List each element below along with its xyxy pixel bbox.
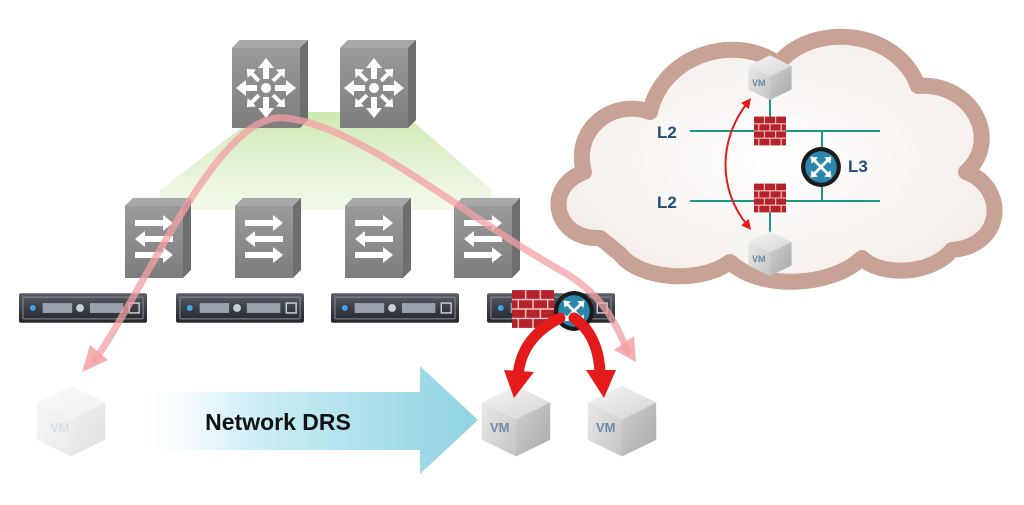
- vm-label: VM: [752, 254, 766, 264]
- vm-label: VM: [596, 420, 616, 435]
- l3-label: L3: [848, 157, 868, 176]
- firewall-icon: [754, 183, 786, 213]
- switch-icon: [345, 198, 411, 278]
- router-icon: [800, 146, 842, 188]
- vm-traffic-arrow: [568, 312, 606, 382]
- traffic-path: [91, 114, 632, 364]
- network-drs-label: Network DRS: [205, 409, 351, 435]
- traffic-path-arrowhead-right: [614, 336, 636, 362]
- traffic-path-arrowhead-left: [82, 345, 108, 372]
- server-icon: [331, 293, 459, 323]
- server-icon: [176, 293, 304, 323]
- switch-icon: [235, 198, 301, 278]
- vm-label: VM: [752, 78, 766, 88]
- core-router-icon: [340, 40, 416, 128]
- vm-traffic-arrowhead: [504, 370, 534, 398]
- vm-cube-icon: VM: [748, 55, 792, 101]
- vm-traffic-arrowhead: [586, 370, 616, 398]
- l2-label-top: L2: [657, 123, 677, 142]
- vm-cube-icon: VM: [36, 385, 106, 457]
- firewall-icon: [754, 116, 786, 146]
- vm-label: VM: [490, 420, 510, 435]
- vm-cube-icon: VM: [587, 385, 657, 457]
- cloud-shape: [550, 28, 1003, 290]
- core-router-icon: [232, 40, 308, 128]
- vm-cube-icon: VM: [481, 385, 551, 457]
- vm-migration-arrow: [724, 98, 752, 230]
- vm-label: VM: [50, 420, 70, 435]
- vm-cube-icon: VM: [748, 231, 792, 277]
- vm-traffic-arrow: [512, 312, 566, 382]
- l2-label-bottom: L2: [657, 193, 677, 212]
- network-drs-arrow: [128, 366, 478, 474]
